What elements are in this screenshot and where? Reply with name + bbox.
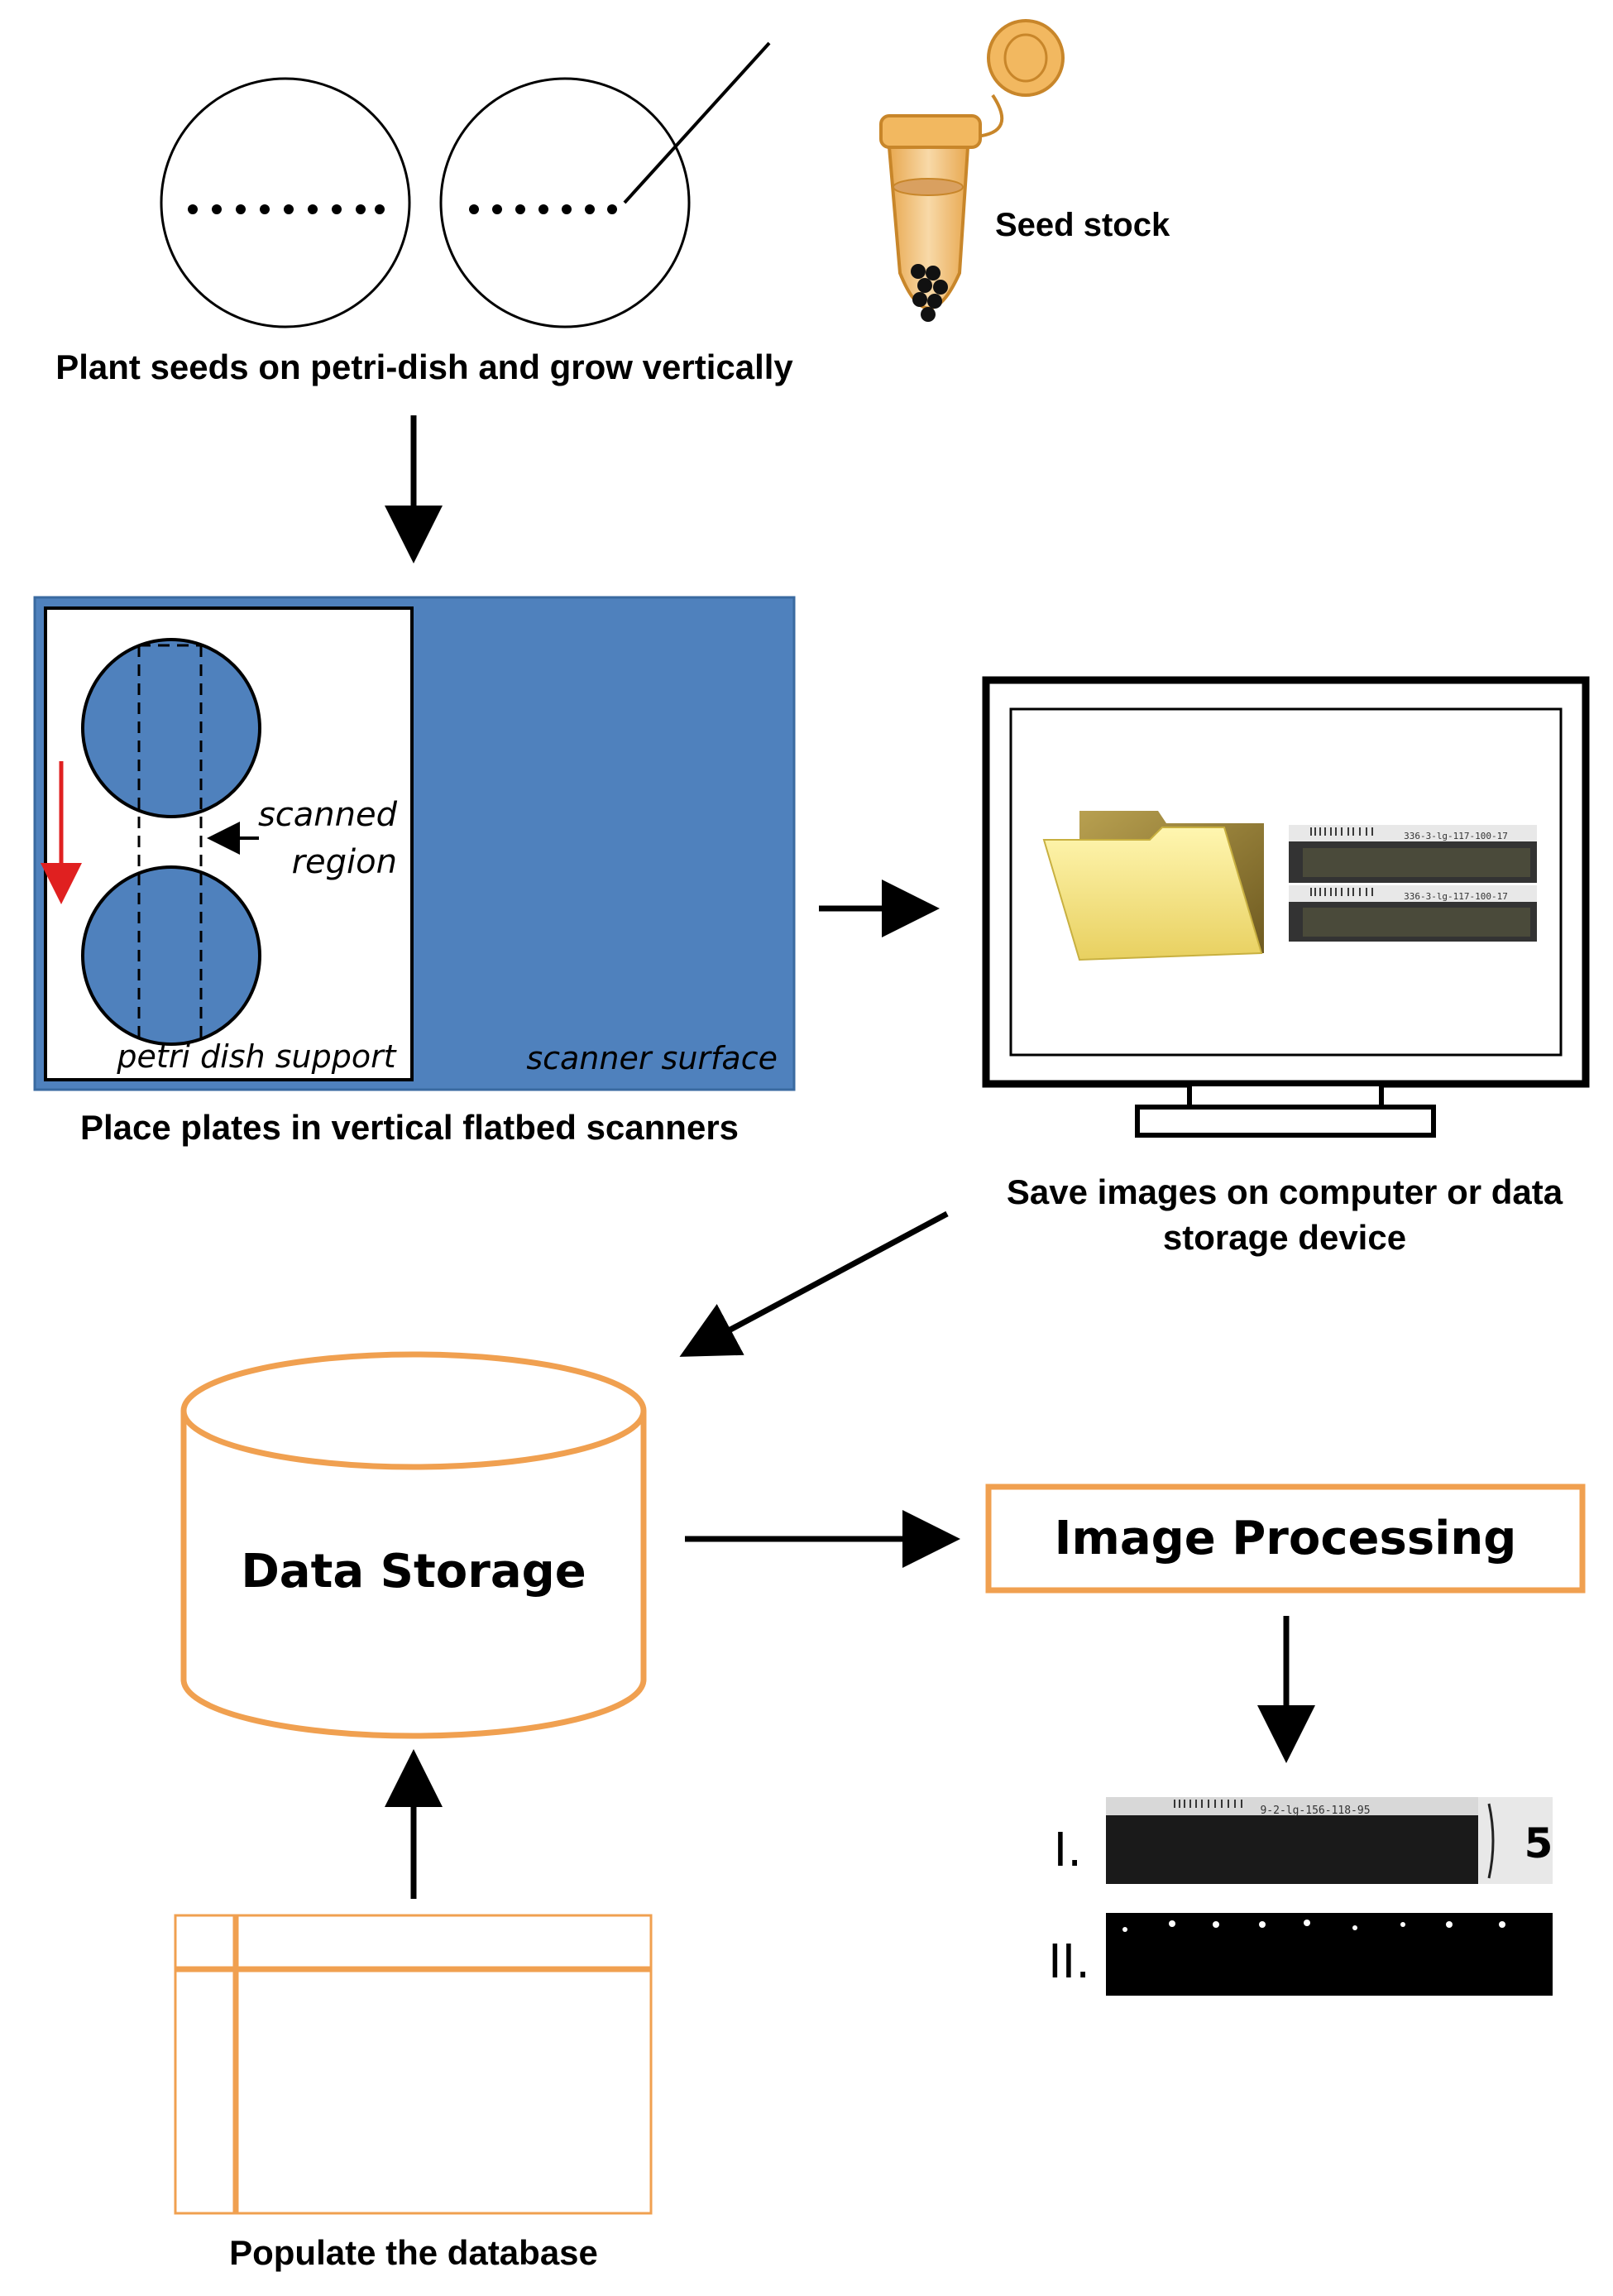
petri-dish-right xyxy=(439,41,771,328)
save-images-label-1: Save images on computer or data xyxy=(1007,1172,1563,1211)
scanned-region-label-2: region xyxy=(292,843,397,881)
place-plates-label: Place plates in vertical flatbed scanner… xyxy=(80,1108,739,1147)
raw-plate-image: 9-2-lg-156-118-95 5 xyxy=(1106,1797,1553,1884)
data-storage-cylinder xyxy=(180,1351,647,1739)
scanner-dish-bottom xyxy=(81,865,261,1046)
plate-barcode-label: 9-2-lg-156-118-95 xyxy=(1260,1805,1370,1817)
image-processing-label: Image Processing xyxy=(1055,1512,1517,1565)
database-table-icon xyxy=(174,1914,653,2215)
seed-pointer-line xyxy=(623,41,771,204)
populate-database-label: Populate the database xyxy=(229,2233,598,2272)
result-one-label: I. xyxy=(1054,1824,1082,1877)
result-two-label: II. xyxy=(1048,1935,1090,1989)
petri-dish-support-label: petri dish support xyxy=(116,1038,397,1075)
seed-stock-label: Seed stock xyxy=(995,207,1170,243)
save-images-label-2: storage device xyxy=(1163,1218,1406,1257)
scanner-surface-label: scanner surface xyxy=(526,1040,778,1076)
scanned-region-outline xyxy=(137,644,203,1043)
scanner-surface: scanned region petri dish support scanne… xyxy=(33,596,796,1091)
computer-monitor-icon: 336-3-lg-117-100-17 336-3-lg-117-100-17 xyxy=(982,676,1590,1138)
scanned-image-thumbnail-top: 336-3-lg-117-100-17 xyxy=(1289,825,1537,883)
plant-seeds-label: Plant seeds on petri-dish and grow verti… xyxy=(55,348,793,386)
seed-row-right xyxy=(469,204,617,214)
plate-number-label: 5 xyxy=(1524,1819,1553,1867)
petri-dish-left xyxy=(160,77,411,328)
barcode-label-top: 336-3-lg-117-100-17 xyxy=(1404,831,1508,841)
processed-plate-image xyxy=(1106,1913,1553,1996)
barcode-label-bottom: 336-3-lg-117-100-17 xyxy=(1404,891,1508,902)
folder-icon xyxy=(1042,811,1264,961)
data-storage-label: Data Storage xyxy=(241,1545,586,1599)
scanner-dish-top xyxy=(81,638,261,818)
scanned-image-thumbnail-bottom: 336-3-lg-117-100-17 xyxy=(1289,885,1537,942)
image-processing-box xyxy=(985,1484,1586,1594)
seed-row-left xyxy=(188,204,385,214)
seed-stock-tube-icon xyxy=(879,19,1065,322)
arrow-computer-to-storage xyxy=(679,1210,949,1357)
scanned-region-label-1: scanned xyxy=(258,796,398,834)
